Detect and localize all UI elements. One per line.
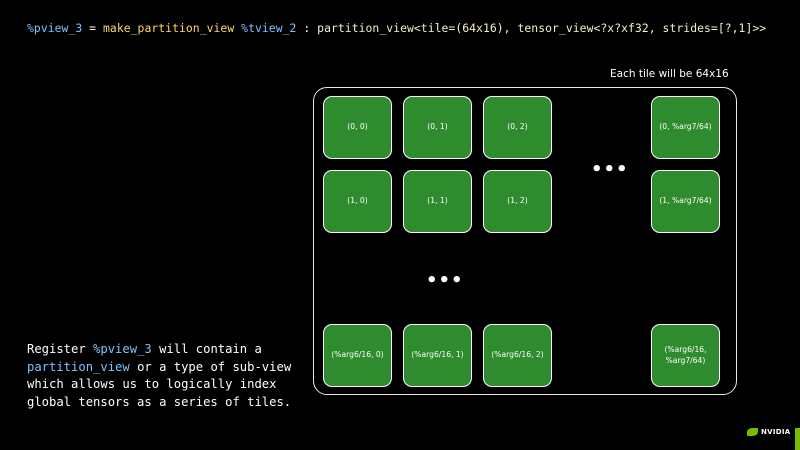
tile-0-last: (0, %arg7/64) <box>651 96 720 159</box>
tensor-container <box>313 87 737 395</box>
description-type: partition_view <box>27 359 130 374</box>
tile-size-caption: Each tile will be 64x16 <box>610 68 729 80</box>
code-line: %pview_3 = make_partition_view %tview_2 … <box>27 21 766 35</box>
assign-operator: = <box>82 21 103 35</box>
type-signature: partition_view<tile=(64x16), tensor_view… <box>317 21 767 35</box>
result-variable: %pview_3 <box>27 21 83 35</box>
nvidia-eye-icon <box>747 428 758 436</box>
tile-1-1: (1, 1) <box>403 170 472 233</box>
description-part-1: Register <box>27 342 94 356</box>
horizontal-ellipsis: ••• <box>591 159 629 180</box>
tile-0-0: (0, 0) <box>323 96 392 159</box>
vertical-ellipsis: ••• <box>426 270 464 291</box>
argument-variable: %tview_2 <box>241 21 297 35</box>
tile-0-1: (0, 1) <box>403 96 472 159</box>
accent-edge-bar <box>795 428 800 450</box>
type-colon: : <box>296 21 318 35</box>
description-text: Register %pview_3 will contain a partiti… <box>27 341 297 411</box>
tile-1-2: (1, 2) <box>483 170 552 233</box>
tile-last-1: (%arg6/16, 1) <box>403 324 472 387</box>
tile-last-0: (%arg6/16, 0) <box>323 324 392 387</box>
nvidia-logo: NVIDIA <box>747 428 791 436</box>
description-part-3: or a type of sub-view which allows us to… <box>27 359 292 409</box>
tile-1-0: (1, 0) <box>323 170 392 233</box>
tile-0-2: (0, 2) <box>483 96 552 159</box>
tile-last-last: (%arg6/16, %arg7/64) <box>651 324 720 387</box>
description-part-2: will contain a <box>151 342 262 356</box>
description-variable: %pview_3 <box>93 342 152 356</box>
tile-last-2: (%arg6/16, 2) <box>483 324 552 387</box>
nvidia-logo-text: NVIDIA <box>761 428 791 436</box>
tile-1-last: (1, %arg7/64) <box>651 170 720 233</box>
function-name: make_partition_view <box>103 21 235 35</box>
